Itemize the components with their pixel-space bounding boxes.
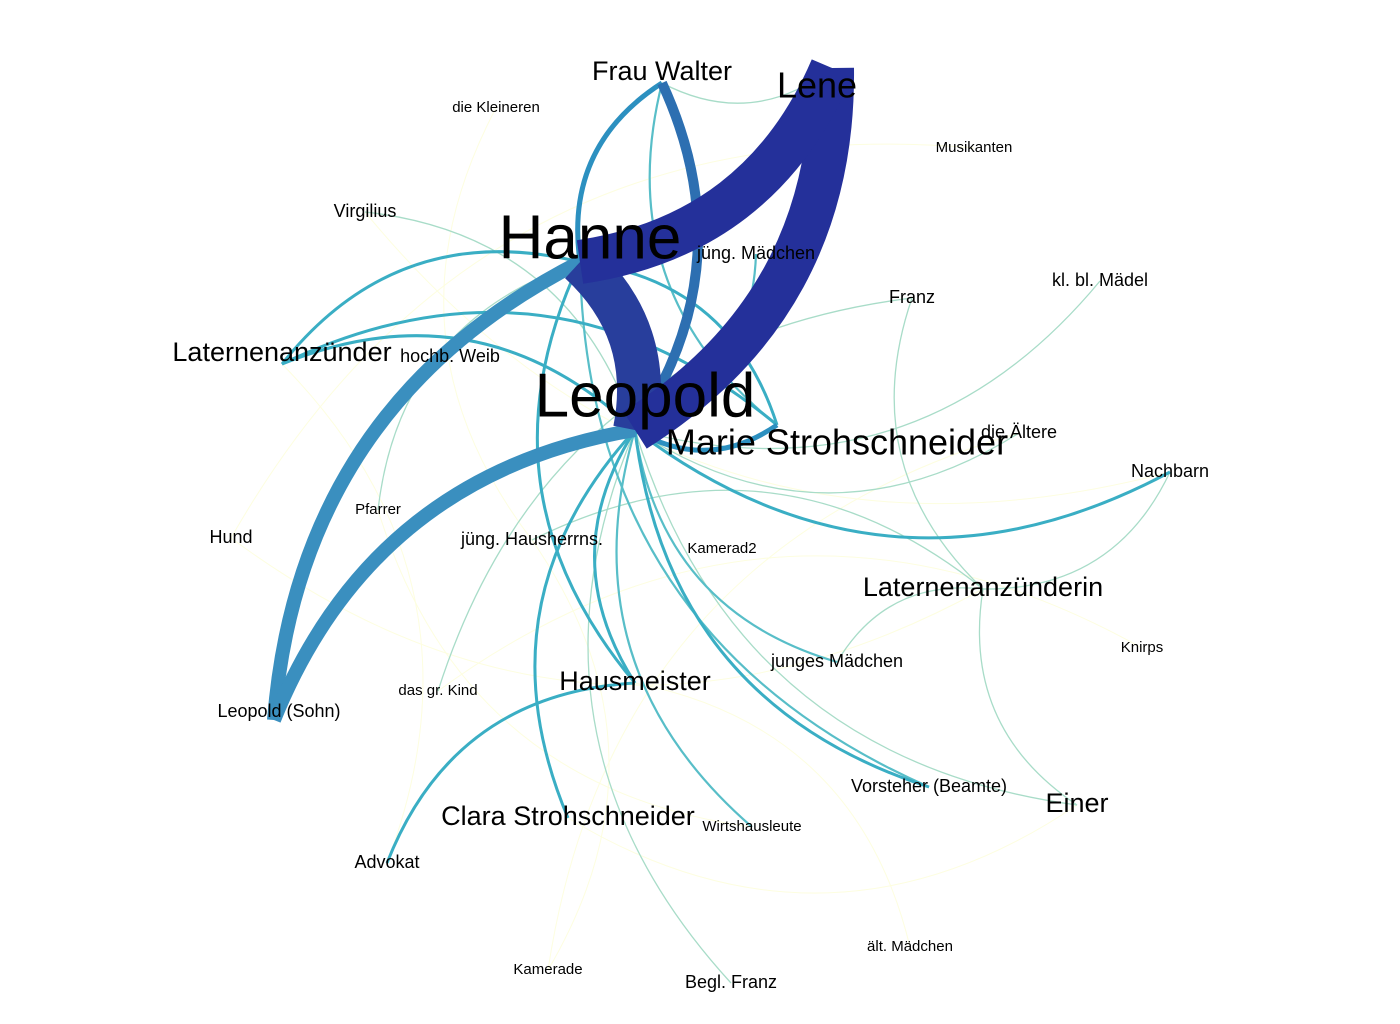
edge-hausmeister-advokat	[385, 681, 636, 864]
node-label-advokat: Advokat	[354, 852, 419, 872]
node-label-knirps: Knirps	[1121, 639, 1164, 656]
edge-frau_walter-marie	[648, 82, 778, 426]
node-label-aelt_maedchen: ält. Mädchen	[867, 938, 953, 955]
node-label-hanne: Hanne	[499, 203, 682, 272]
edge-laternenanzuenderin-jung_hausherrns	[531, 489, 984, 590]
node-label-clara: Clara Strohschneider	[441, 801, 695, 831]
edge-die_aeltere-kamerade	[547, 432, 1020, 971]
node-label-jung_hausherrns: jüng. Hausherrns.	[460, 529, 603, 549]
node-label-leopold: Leopold	[535, 361, 756, 430]
node-label-kamerad2: Kamerad2	[687, 540, 756, 557]
node-label-leopold_sohn: Leopold (Sohn)	[217, 701, 340, 721]
edge-laternenanzuenderin-junges_maedchen	[836, 587, 984, 663]
node-label-kamerade: Kamerade	[513, 961, 582, 978]
edge-hanne-leopold_sohn	[267, 255, 584, 721]
edge-hanne-vorsteher	[578, 261, 930, 789]
edge-hanne-laternenanzuender	[280, 250, 581, 365]
edge-hanne-hausmeister	[535, 261, 637, 684]
edge-pfarrer-wirtshausleute	[377, 509, 753, 828]
node-label-musikanten: Musikanten	[936, 139, 1013, 156]
node-label-junges_maedchen: junges Mädchen	[770, 651, 903, 671]
node-label-hund: Hund	[209, 527, 252, 547]
edge-leopold-wirtshausleute	[615, 429, 753, 828]
node-label-franz: Franz	[889, 287, 935, 307]
node-label-einer: Einer	[1045, 788, 1108, 818]
node-label-die_aeltere: die Ältere	[981, 422, 1057, 442]
node-label-laternenanzuender: Laternenanzünder	[172, 337, 391, 367]
node-label-wirtshausleute: Wirtshausleute	[702, 818, 801, 835]
edge-leopold-kl_bl_maedel	[634, 280, 1101, 450]
edge-leopold-junges_maedchen	[633, 429, 838, 664]
edge-leopold-leopold_sohn	[267, 423, 637, 723]
edge-leopold-virgilius	[364, 211, 636, 431]
edge-franz-das_gr_kind	[437, 297, 913, 692]
edge-leopold-lene	[623, 67, 855, 449]
edge-hanne-lene	[576, 59, 853, 284]
node-label-hochb_weib: hochb. Weib	[400, 346, 500, 366]
edge-aelt_maedchen-hausmeister	[634, 682, 911, 948]
edge-die_kleineren-jung_hausherrns	[443, 107, 533, 541]
node-label-pfarrer: Pfarrer	[355, 501, 401, 518]
edge-leopold-nachbarn	[634, 428, 1171, 540]
node-label-kl_bl_maedel: kl. bl. Mädel	[1052, 270, 1148, 290]
node-label-nachbarn: Nachbarn	[1131, 461, 1209, 481]
node-label-frau_walter: Frau Walter	[592, 56, 732, 86]
node-label-begl_franz: Begl. Franz	[685, 972, 777, 992]
edge-laternenanzuenderin-nachbarn	[982, 471, 1171, 590]
node-label-hausmeister: Hausmeister	[559, 666, 711, 696]
edge-leopold-hausmeister	[593, 429, 637, 684]
edge-laternenanzuenderin-einer	[978, 588, 1078, 806]
edge-leopold-vorsteher	[633, 429, 930, 789]
node-label-laternenanzuenderin: Laternenanzünderin	[863, 572, 1103, 602]
node-label-vorsteher: Vorsteher (Beamte)	[851, 776, 1007, 796]
node-label-marie: Marie Strohschneider	[666, 422, 1008, 463]
node-label-jung_maedchen: jüng. Mädchen	[696, 243, 815, 263]
edge-leopold-clara	[533, 428, 637, 819]
edge-kamerade-jung_hausherrns	[531, 539, 610, 971]
node-label-das_gr_kind: das gr. Kind	[398, 682, 477, 699]
edge-frau_walter-hanne	[575, 80, 664, 263]
node-label-die_kleineren: die Kleineren	[452, 99, 540, 116]
edge-franz-laternenanzuenderin	[893, 297, 984, 590]
node-label-virgilius: Virgilius	[334, 201, 397, 221]
edge-layer	[230, 59, 1171, 984]
edge-leopold-die_aeltere	[634, 429, 1020, 494]
node-label-lene: Lene	[777, 65, 857, 106]
edge-leopold-einer	[634, 429, 1078, 806]
edge-leopold-begl_franz	[587, 429, 732, 984]
edge-advokat-laternenanzuender	[281, 363, 424, 864]
